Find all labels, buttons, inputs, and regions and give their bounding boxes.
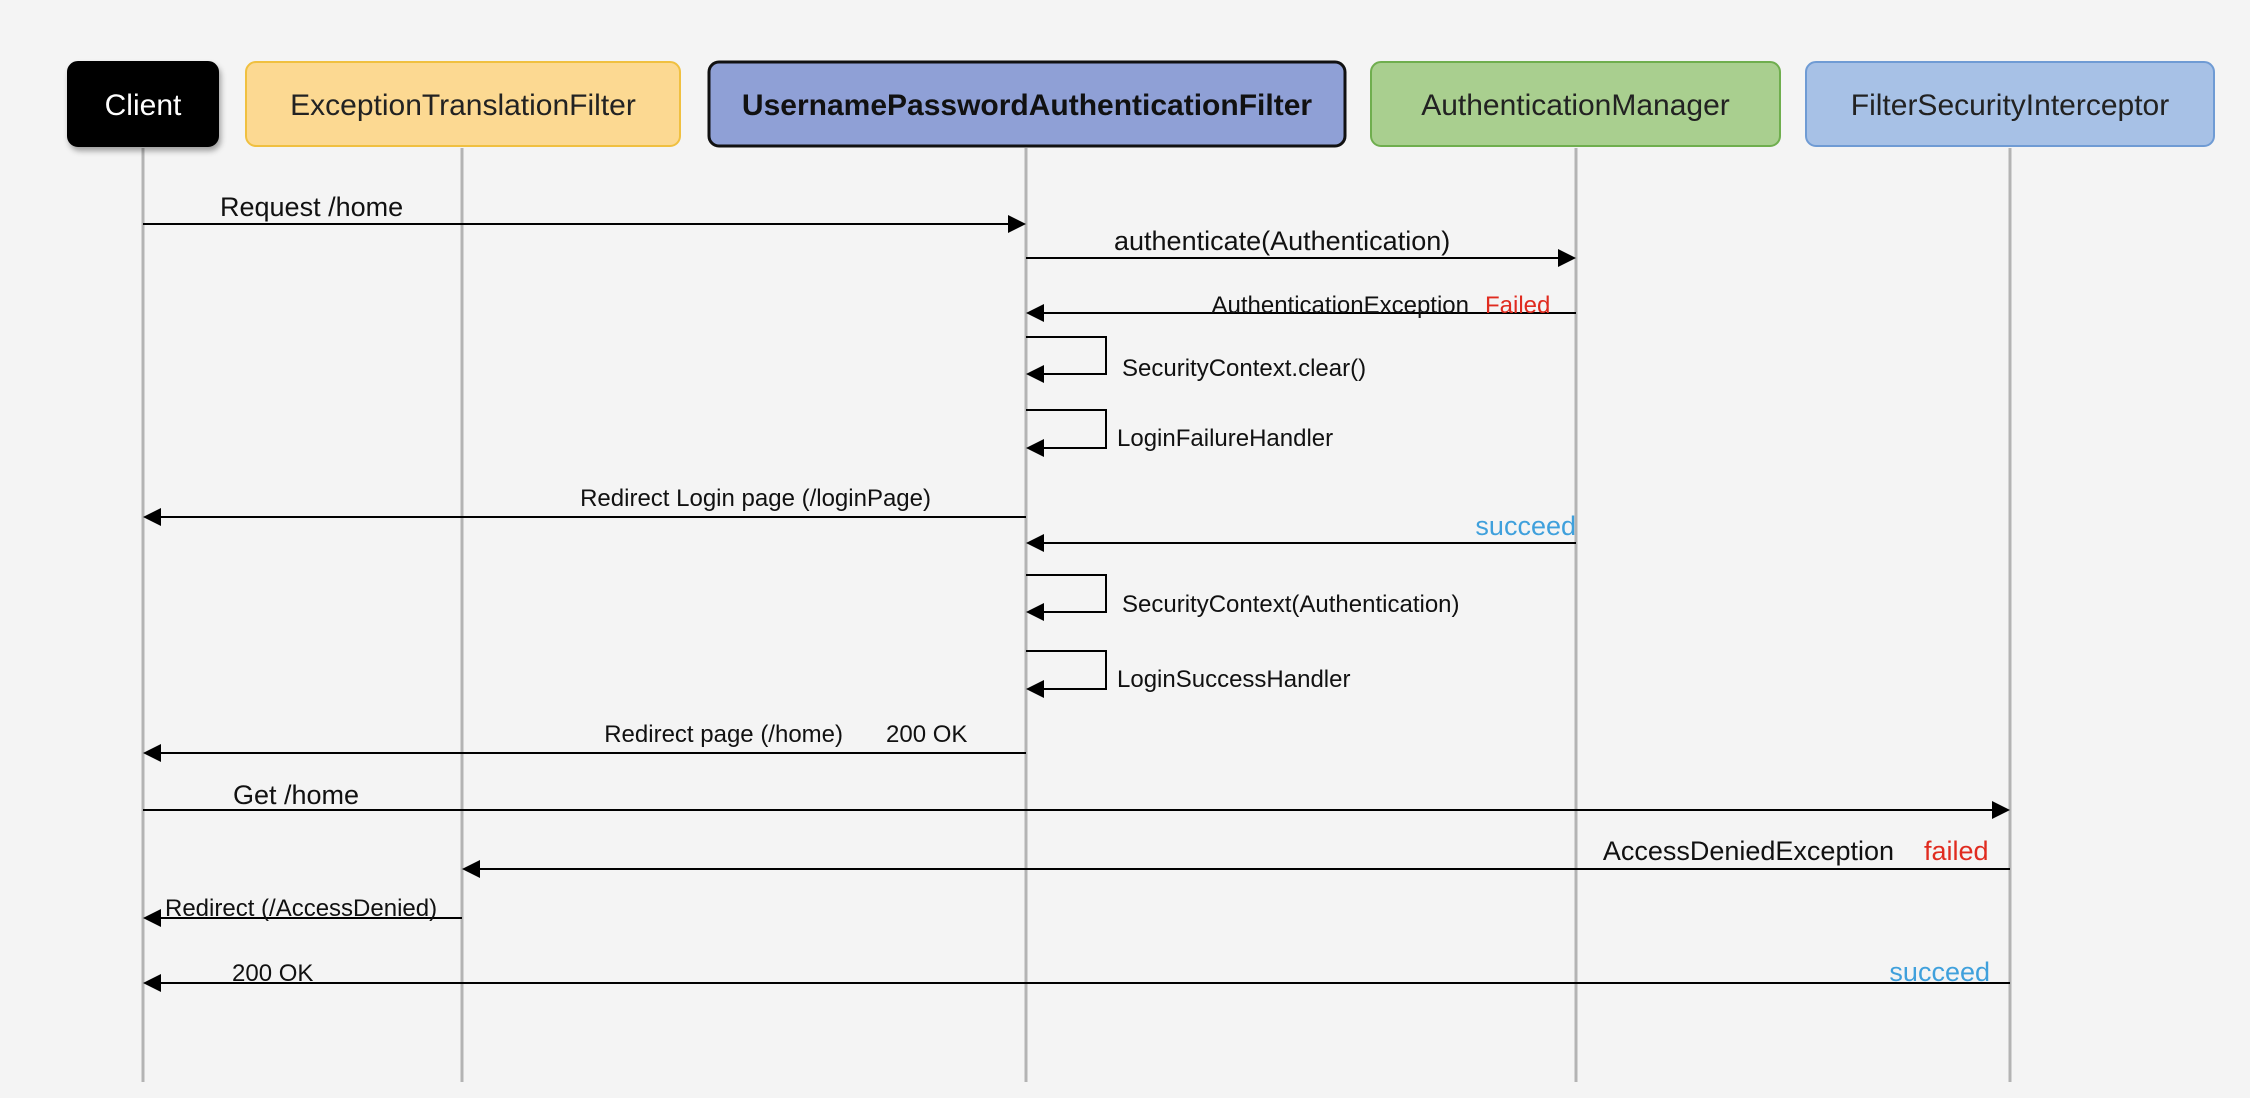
self-message-line xyxy=(1026,336,1107,375)
self-message-line xyxy=(1026,409,1107,449)
message-10: Get /home xyxy=(143,780,2010,819)
message-label: LoginFailureHandler xyxy=(1117,425,1333,452)
status-label-succeed: succeed xyxy=(1475,511,1576,541)
arrowhead xyxy=(1008,215,1026,233)
message-label: AccessDeniedException xyxy=(1603,836,1894,866)
arrowhead xyxy=(143,744,161,762)
message-label: Redirect page (/home) xyxy=(604,721,843,748)
participant-box-etf xyxy=(245,61,681,147)
message-label: Get /home xyxy=(233,780,359,810)
participant-label-am: AuthenticationManager xyxy=(1421,89,1730,122)
participant-am: AuthenticationManager xyxy=(1370,61,1781,147)
participant-label-upaf: UsernamePasswordAuthenticationFilter xyxy=(742,89,1312,122)
arrowhead xyxy=(143,909,161,927)
message-1: authenticate(Authentication) xyxy=(1026,226,1576,267)
message-label: AuthenticationException xyxy=(1211,292,1469,319)
participant-box-fsi xyxy=(1805,61,2215,147)
message-0: Request /home xyxy=(143,192,1026,233)
arrowhead xyxy=(1026,603,1044,621)
participant-label-etf: ExceptionTranslationFilter xyxy=(290,89,636,122)
participant-etf: ExceptionTranslationFilter xyxy=(245,61,681,147)
message-9: Redirect page (/home) 200 OK xyxy=(143,721,1026,762)
self-message-line xyxy=(1026,574,1107,613)
participant-upaf: UsernamePasswordAuthenticationFilter xyxy=(707,60,1347,148)
participant-label-client: Client xyxy=(105,89,182,122)
status-label-succeed: succeed xyxy=(1889,957,1990,987)
message-extra-label: 200 OK xyxy=(886,721,967,748)
arrowhead xyxy=(1026,680,1044,698)
message-6: succeed xyxy=(1026,511,1576,552)
message-label: SecurityContext.clear() xyxy=(1122,355,1366,382)
message-5: Redirect Login page (/loginPage) xyxy=(143,485,1026,526)
message-label: authenticate(Authentication) xyxy=(1114,226,1450,256)
arrowhead xyxy=(462,860,480,878)
participant-box-upaf xyxy=(707,60,1347,148)
participant-fsi: FilterSecurityInterceptor xyxy=(1805,61,2215,147)
participant-box-am xyxy=(1370,61,1781,147)
message-label: LoginSuccessHandler xyxy=(1117,666,1350,693)
arrowhead xyxy=(1026,365,1044,383)
message-12: Redirect (/AccessDenied) xyxy=(143,895,462,927)
arrowhead xyxy=(1026,534,1044,552)
arrowhead xyxy=(143,974,161,992)
message-13: 200 OK succeed xyxy=(143,957,2010,992)
participant-client: Client xyxy=(67,61,219,147)
message-4: LoginFailureHandler xyxy=(1026,409,1333,457)
message-8: LoginSuccessHandler xyxy=(1026,650,1350,698)
message-2: AuthenticationException Failed xyxy=(1026,292,1576,322)
arrowhead xyxy=(1026,439,1044,457)
arrowhead xyxy=(1026,304,1044,322)
message-11: AccessDeniedException failed xyxy=(462,836,2010,878)
message-3: SecurityContext.clear() xyxy=(1026,336,1366,383)
arrowhead xyxy=(143,508,161,526)
arrowhead xyxy=(1992,801,2010,819)
participant-box-client xyxy=(67,61,219,147)
message-label: Redirect (/AccessDenied) xyxy=(165,895,437,922)
message-label: 200 OK xyxy=(232,960,313,987)
status-label-failed: Failed xyxy=(1485,292,1550,319)
message-7: SecurityContext(Authentication) xyxy=(1026,574,1460,621)
message-label: Redirect Login page (/loginPage) xyxy=(580,485,931,512)
message-label: Request /home xyxy=(220,192,403,222)
participant-label-fsi: FilterSecurityInterceptor xyxy=(1851,89,2169,122)
arrowhead xyxy=(1558,249,1576,267)
self-message-line xyxy=(1026,650,1107,690)
message-label: SecurityContext(Authentication) xyxy=(1122,591,1460,618)
status-label-failed: failed xyxy=(1924,836,1989,866)
